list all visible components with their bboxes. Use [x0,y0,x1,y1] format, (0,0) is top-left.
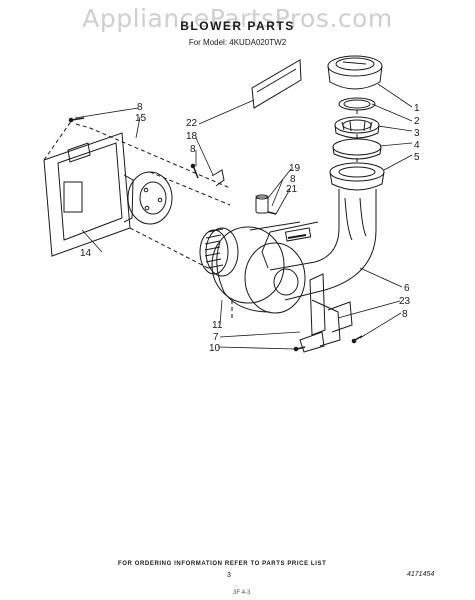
page-title: BLOWER PARTS [180,19,295,33]
assembly-lines [149,110,358,318]
callout-8-bottom: 8 [402,309,408,320]
callout-1: 1 [414,103,420,114]
callout-7: 7 [213,332,219,343]
page-number: 3 [227,572,231,579]
callout-14: 14 [80,248,92,259]
watermark: AppliancePartsPros.com [82,4,393,33]
document-part-number: 4171454 [407,571,435,578]
callout-labels: 1 2 3 4 5 6 23 8 19 8 21 22 18 8 8 15 14… [80,102,420,354]
bottom-mark: 3F 4-3 [233,590,251,596]
mounting-bracket [299,273,353,353]
ordering-note: FOR ORDERING INFORMATION REFER TO PARTS … [118,561,327,567]
callout-10: 10 [209,343,221,354]
screws [68,117,363,352]
callout-11: 11 [212,320,223,331]
callout-6: 6 [404,283,410,294]
callout-18: 18 [186,131,198,142]
callout-23: 23 [399,296,411,307]
callout-4: 4 [414,140,420,151]
blower-housing [211,221,306,314]
callout-5: 5 [414,152,420,163]
callout-3: 3 [414,128,420,139]
model-subtitle: For Model: 4KUDA020TW2 [188,38,287,47]
callout-21: 21 [286,184,298,195]
callout-19: 19 [289,163,301,174]
callout-8-upper: 8 [190,144,196,155]
blower-wheel [199,227,239,277]
callout-22: 22 [186,118,198,129]
elbow-duct [261,189,377,301]
ring-seal [338,97,376,111]
collar [329,162,385,191]
mounting-clip [211,169,225,187]
motor-assembly [43,119,231,269]
callout-15: 15 [135,113,147,124]
cover-plate [251,59,302,109]
callout-2: 2 [414,116,420,127]
gasket-ring [332,138,382,160]
clamp-ring [334,116,380,139]
leader-lines [74,83,413,350]
filter-cap [327,55,383,90]
callout-8-left: 8 [137,102,143,113]
capacitor [255,194,269,214]
callout-8-mid: 8 [290,174,296,185]
